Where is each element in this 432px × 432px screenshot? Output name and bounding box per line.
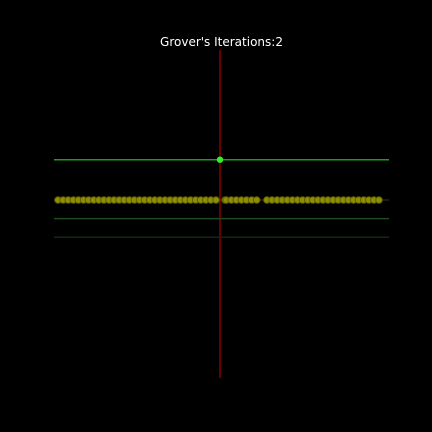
marked-state-dot — [216, 156, 224, 163]
iterations-title: Grover's Iterations:2 — [160, 35, 283, 49]
state-dot — [252, 196, 261, 204]
marked-state-group — [216, 156, 224, 163]
guide-lines — [54, 50, 389, 378]
state-amplitude-dots — [54, 196, 383, 204]
state-dot — [375, 196, 383, 204]
state-dot — [212, 196, 220, 204]
